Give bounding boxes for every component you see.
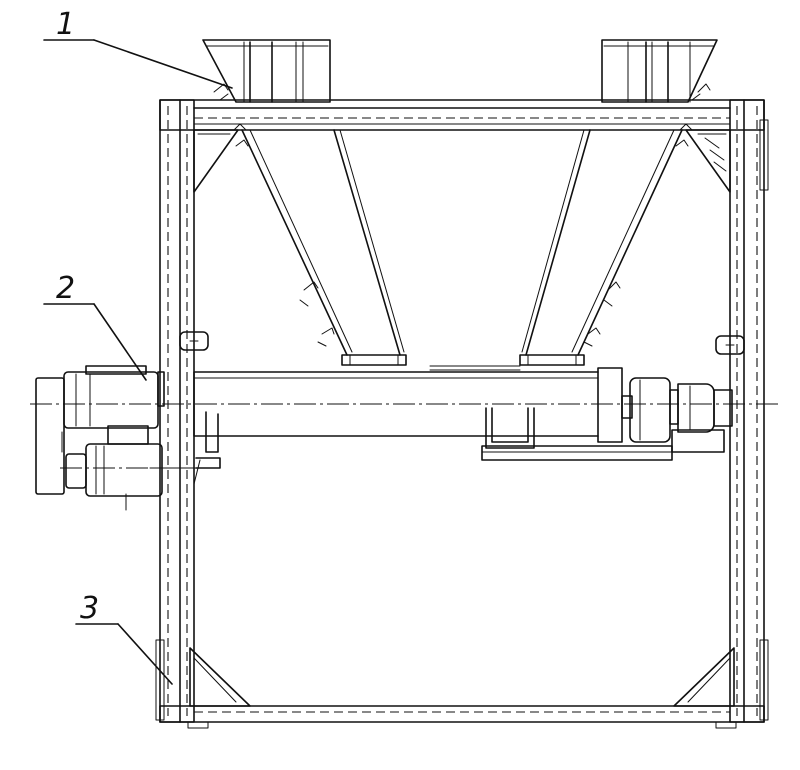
support-frame xyxy=(155,99,769,729)
bottom-gussets xyxy=(189,647,735,707)
callout-number-3: 3 xyxy=(80,591,99,626)
right-hopper-chute xyxy=(519,123,693,366)
right-drive-motor xyxy=(621,377,733,443)
left-bearing-bracket xyxy=(193,411,221,485)
callout-2: 2 xyxy=(43,271,147,381)
frame-lugs xyxy=(179,331,745,355)
top-gussets xyxy=(193,129,731,193)
right-column xyxy=(729,99,769,723)
gearbox xyxy=(35,365,165,495)
inlet-hopper xyxy=(202,39,718,366)
callout-3: 3 xyxy=(75,591,173,685)
left-hopper-inlet xyxy=(202,39,331,103)
top-beam xyxy=(159,99,765,131)
screw-conveyor xyxy=(193,365,733,485)
left-column xyxy=(155,99,195,723)
electric-motor xyxy=(61,425,197,511)
callout-number-2: 2 xyxy=(56,271,75,306)
bottom-beam xyxy=(159,705,765,729)
conveyor-support-bracket xyxy=(481,407,725,461)
screw-conveyor-drive xyxy=(35,365,197,511)
left-hopper-chute xyxy=(233,123,407,366)
callout-number-1: 1 xyxy=(56,7,75,42)
callout-1: 1 xyxy=(43,7,233,89)
right-hopper-inlet xyxy=(601,39,718,103)
